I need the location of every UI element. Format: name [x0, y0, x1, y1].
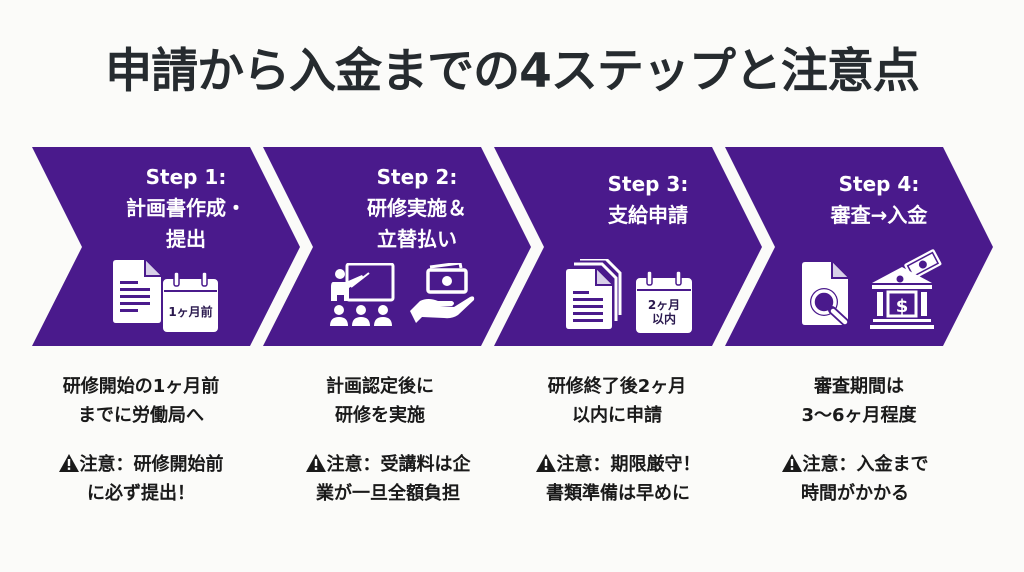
step-1-description: 研修開始の1ヶ月前 までに労働局へ — [26, 372, 256, 430]
calendar-label: 2ヶ月 以内 — [635, 298, 693, 326]
note-text: 受講料は企 — [380, 454, 471, 475]
description-line: 3〜6ヶ月程度 — [801, 405, 917, 426]
step-3-note: 注意：期限厳守！ 書類準備は早めに — [503, 450, 733, 508]
step-3-chevron: Step 3: 支給申請 2ヶ月 以内 — [494, 147, 762, 346]
step-4-chevron: Step 4: 審査→入金 $ — [725, 147, 993, 346]
step-1-icons: 1ヶ月前 — [32, 257, 300, 337]
step-title-line: Step 2: — [376, 165, 458, 189]
calendar-icon: 2ヶ月 以内 — [635, 271, 693, 334]
presentation-icon — [330, 263, 395, 326]
step-3-icons: 2ヶ月 以内 — [494, 257, 762, 337]
document-icon — [113, 260, 161, 323]
documents-stack-icon — [566, 259, 622, 329]
step-1-chevron: Step 1: 計画書作成・ 提出 1ヶ月前 — [32, 147, 300, 346]
note-prefix: 注意： — [79, 454, 134, 475]
step-title-line: 提出 — [166, 227, 206, 251]
description-line: までに労働局へ — [78, 405, 204, 426]
description-line: 以内に申請 — [572, 405, 662, 426]
step-title-line: Step 1: — [145, 165, 227, 189]
calendar-text-line: 2ヶ月 — [647, 298, 681, 312]
note-line: 時間がかかる — [801, 483, 909, 504]
warning-icon — [58, 454, 79, 472]
calendar-text-line: 1ヶ月前 — [168, 305, 213, 319]
description-line: 審査期間は — [814, 376, 904, 397]
calendar-label: 1ヶ月前 — [162, 305, 219, 319]
note-line: 業が一旦全額負担 — [316, 483, 460, 504]
note-prefix: 注意： — [802, 454, 857, 475]
step-2-description: 計画認定後に 研修を実施 — [265, 372, 495, 430]
step-4-note: 注意：入金まで 時間がかかる — [740, 450, 970, 508]
description-line: 計画認定後に — [326, 376, 434, 397]
step-title-line: 立替払い — [377, 227, 457, 251]
step-title-line: 支給申請 — [608, 203, 688, 227]
warning-icon — [781, 454, 802, 472]
description-line: 研修終了後2ヶ月 — [547, 376, 687, 397]
step-title-line: 審査→入金 — [830, 203, 928, 227]
chevron-shape — [263, 147, 531, 346]
note-text: 入金まで — [856, 454, 929, 475]
note-text: 研修開始前 — [133, 454, 224, 475]
warning-icon — [535, 454, 556, 472]
money-hand-icon — [410, 263, 475, 323]
step-title-line: 研修実施＆ — [367, 196, 467, 220]
step-2-chevron: Step 2: 研修実施＆ 立替払い — [263, 147, 531, 346]
step-title-line: Step 4: — [838, 172, 920, 196]
note-prefix: 注意： — [556, 454, 611, 475]
step-2-title: Step 2: 研修実施＆ 立替払い — [263, 162, 551, 255]
note-line: に必ず提出！ — [87, 483, 195, 504]
step-2-note: 注意：受講料は企 業が一旦全額負担 — [273, 450, 503, 508]
note-line: 注意：入金まで — [740, 450, 970, 479]
step-4-icons: $ — [725, 249, 993, 337]
note-line: 注意：受講料は企 — [273, 450, 503, 479]
note-line: 注意：研修開始前 — [26, 450, 256, 479]
note-prefix: 注意： — [326, 454, 381, 475]
step-title-line: 計画書作成・ — [126, 196, 246, 220]
warning-icon — [305, 454, 326, 472]
note-line: 書類準備は早めに — [546, 483, 690, 504]
page-title: 申請から入金までの4ステップと注意点 — [105, 44, 920, 99]
step-3-title: Step 3: 支給申請 — [494, 169, 782, 231]
step-title-line: Step 3: — [607, 172, 689, 196]
step-1-note: 注意：研修開始前 に必ず提出！ — [26, 450, 256, 508]
note-text: 期限厳守！ — [610, 454, 701, 475]
calendar-icon: 1ヶ月前 — [162, 272, 219, 333]
note-line: 注意：期限厳守！ — [503, 450, 733, 479]
step-1-title: Step 1: 計画書作成・ 提出 — [32, 162, 320, 255]
description-line: 研修を実施 — [335, 405, 425, 426]
document-search-icon — [802, 262, 849, 326]
step-4-description: 審査期間は 3〜6ヶ月程度 — [744, 372, 974, 430]
chevron-shape — [494, 147, 762, 346]
calendar-text-line: 以内 — [651, 312, 676, 326]
svg-text:$: $ — [896, 296, 909, 317]
step-4-title: Step 4: 審査→入金 — [725, 169, 1013, 231]
chevron-shape — [32, 147, 300, 346]
step-3-description: 研修終了後2ヶ月 以内に申請 — [502, 372, 732, 430]
step-2-icons — [263, 257, 531, 337]
description-line: 研修開始の1ヶ月前 — [62, 376, 220, 397]
bank-money-icon: $ — [870, 249, 942, 329]
